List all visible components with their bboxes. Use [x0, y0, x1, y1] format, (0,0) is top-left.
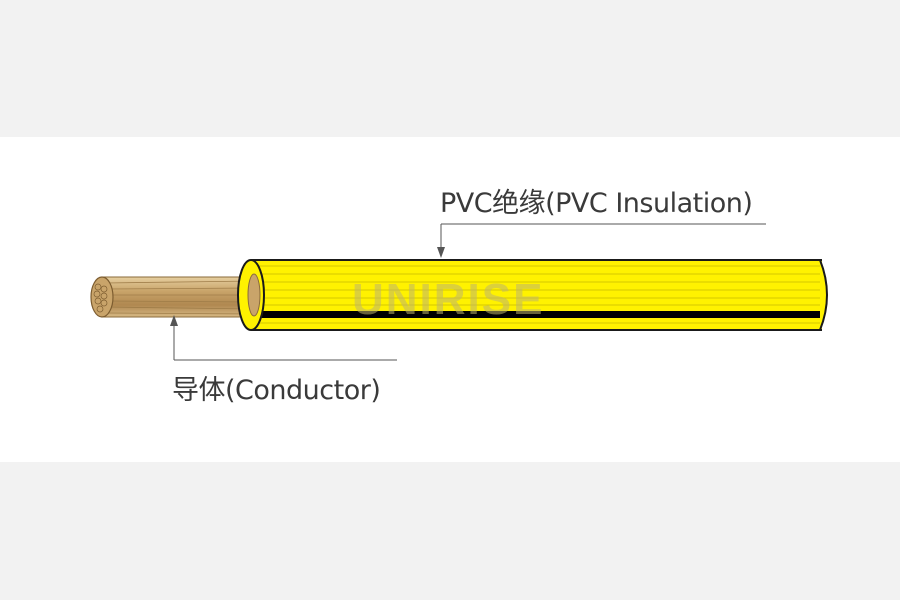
pvc-insulation-label: PVC绝缘(PVC Insulation) — [440, 188, 753, 219]
conductor-leader — [170, 315, 397, 361]
insulation-stripe — [251, 311, 822, 318]
pvc-insulation — [237, 259, 828, 331]
insulation-leader — [437, 223, 766, 258]
conductor — [90, 276, 258, 318]
watermark-logo: UNIRISE — [352, 275, 545, 324]
conductor-label: 导体(Conductor) — [172, 375, 381, 406]
